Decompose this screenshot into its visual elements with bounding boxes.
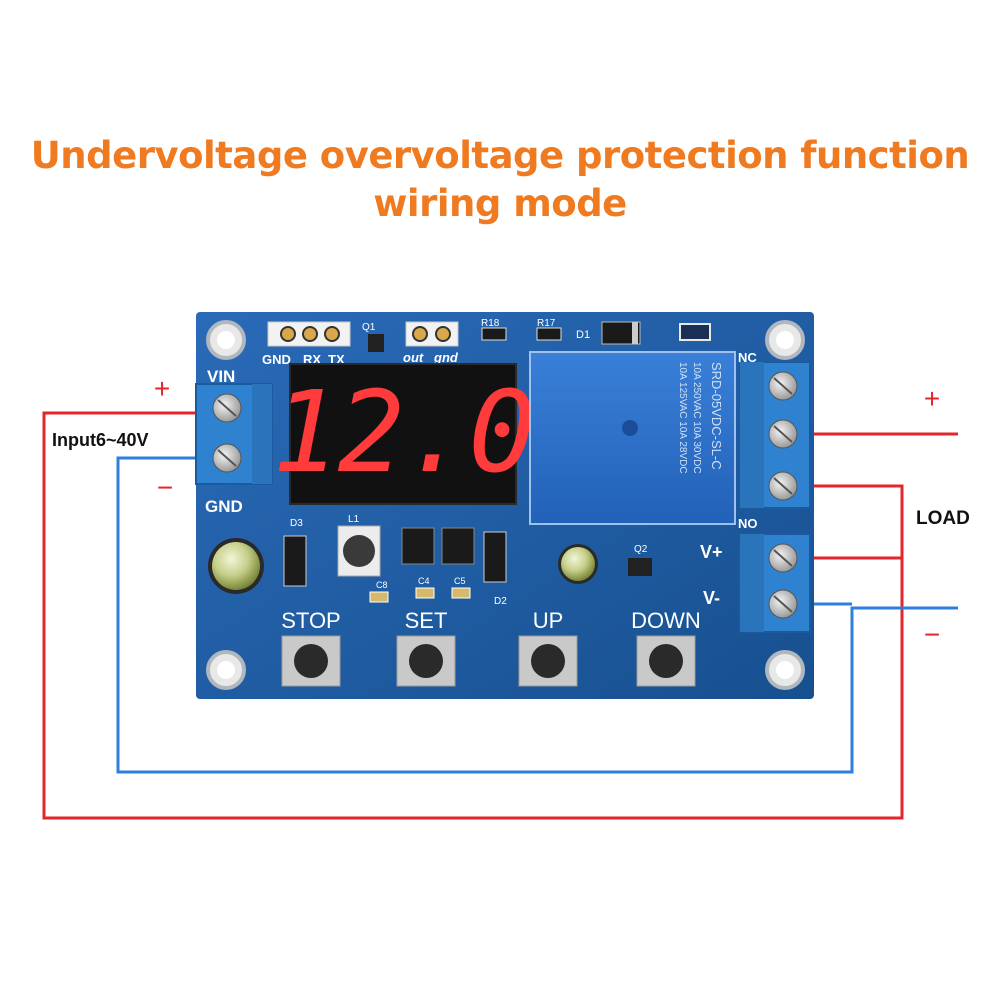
seven-segment-display: 12.0 888: [272, 363, 536, 505]
title-line-1: Undervoltage overvoltage protection func…: [30, 134, 970, 177]
status-led: [679, 323, 711, 341]
diode-d1: D1: [576, 321, 641, 345]
terminal-label-vin: VIN: [207, 367, 235, 386]
load-plus-sign: +: [924, 383, 940, 414]
label-c5: C5: [454, 576, 466, 586]
terminal-label-gnd: GND: [205, 497, 243, 516]
label-q1: Q1: [362, 322, 376, 333]
display-digits: 12.0: [272, 368, 534, 498]
input-plus-sign: +: [154, 373, 170, 404]
wire-negative: [116, 456, 958, 774]
output-header: out gnd: [403, 321, 459, 365]
label-d2: D2: [494, 596, 507, 607]
label-c4: C4: [418, 576, 430, 586]
label-r17: R17: [537, 318, 556, 329]
relay-label-nc: NC: [738, 350, 757, 365]
terminal-label-vplus: V+: [700, 542, 723, 562]
detect-terminal-block: V+ V-: [700, 533, 811, 633]
relay-model: SRD-05VDC-SL-C: [709, 362, 724, 470]
serial-header: GND RX TX: [262, 321, 351, 367]
lower-components: D3 L1 C8 C4 C5 D2 Q2: [208, 514, 652, 607]
button-label-up: UP: [533, 608, 564, 633]
label-d1: D1: [576, 329, 590, 341]
push-buttons: STOP SET UP DOWN: [281, 608, 701, 687]
button-label-set: SET: [405, 608, 448, 633]
relay-rating-2: 10A 125VAC 10A 28VDC: [677, 362, 688, 474]
relay-label-no: NO: [738, 516, 758, 531]
header-pin-gnd2: gnd: [433, 350, 459, 365]
title-line-2: wiring mode: [373, 182, 627, 225]
load-label: LOAD: [916, 508, 970, 529]
label-r18: R18: [481, 318, 500, 329]
header-pin-out: out: [403, 350, 424, 365]
label-l1: L1: [348, 514, 360, 525]
label-c8: C8: [376, 580, 388, 590]
stop-button[interactable]: [281, 635, 341, 687]
relay-module-board: GND RX TX Q1 out gnd R18 R17 D1: [195, 312, 814, 699]
relay-rating-1: 10A 250VAC 10A 30VDC: [691, 362, 702, 474]
label-q2: Q2: [634, 544, 648, 555]
button-label-stop: STOP: [281, 608, 341, 633]
diagram-title: Undervoltage overvoltage protection func…: [0, 132, 1000, 228]
input-terminal-block: VIN GND: [195, 367, 273, 516]
header-pin-gnd: GND: [262, 352, 291, 367]
wire-positive: [42, 411, 958, 820]
down-button[interactable]: [636, 635, 696, 687]
mounting-holes: [206, 320, 805, 690]
relay-srd-05vdc: SRD-05VDC-SL-C 10A 250VAC 10A 30VDC 10A …: [529, 351, 736, 525]
load-minus-sign: −: [924, 619, 940, 650]
up-button[interactable]: [518, 635, 578, 687]
input-minus-sign: −: [157, 472, 173, 503]
resistors: R18 R17: [481, 318, 562, 341]
input-voltage-label: Input6~40V: [52, 430, 149, 450]
label-d3: D3: [290, 518, 303, 529]
terminal-label-vminus: V-: [703, 588, 720, 608]
relay-terminal-block: NC NO: [738, 350, 811, 531]
set-button[interactable]: [396, 635, 456, 687]
button-label-down: DOWN: [631, 608, 701, 633]
transistor-q1: Q1: [362, 322, 384, 352]
